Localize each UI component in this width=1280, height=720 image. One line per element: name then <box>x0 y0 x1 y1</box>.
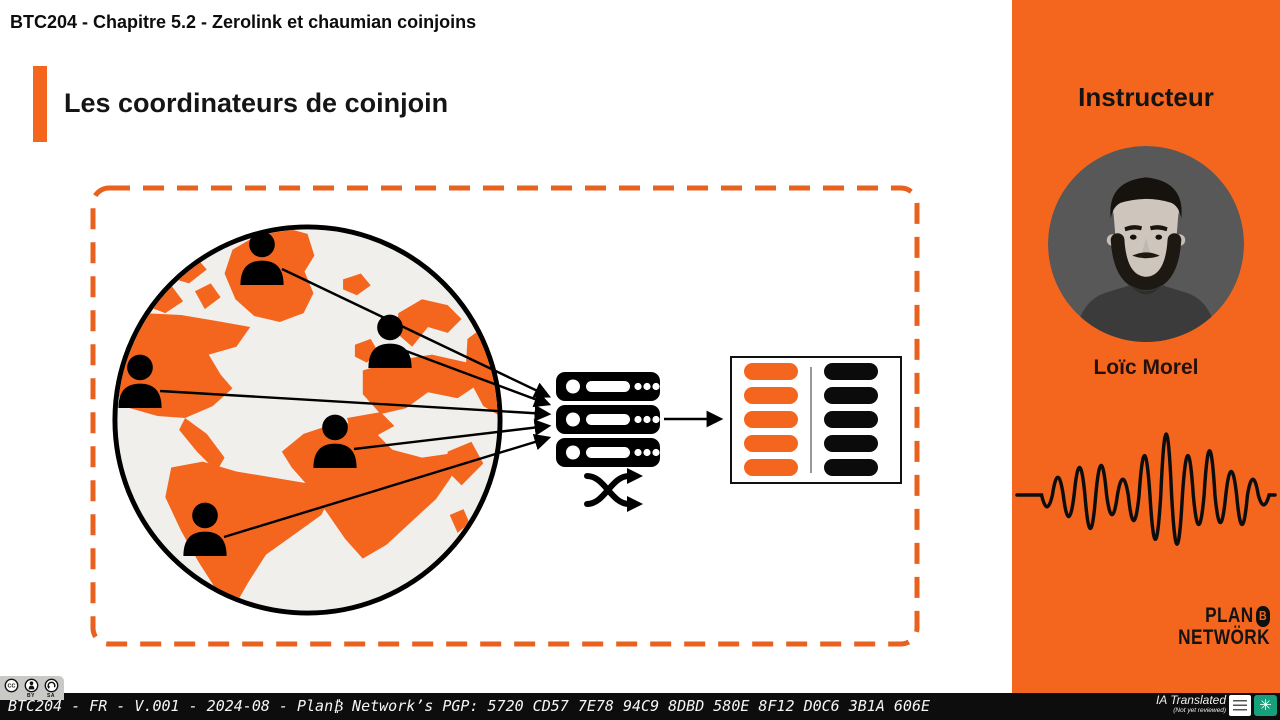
cc-by-icon: BY <box>22 678 40 699</box>
instructor-sidebar: Instructeur Loïc Morel <box>1012 0 1280 693</box>
footer-bar: BTC204 - FR - V.001 - 2024-08 - Plan₿ Ne… <box>0 693 1280 720</box>
dashed-frame <box>90 185 920 647</box>
reviewed-label: (Not yet reviewed) <box>1173 707 1226 714</box>
output-pill <box>744 435 798 452</box>
instructor-name: Loïc Morel <box>1093 356 1199 379</box>
heading-accent-bar <box>33 66 47 142</box>
openai-logo: ✳︎ <box>1254 695 1277 716</box>
output-pill <box>824 435 878 452</box>
output-pill <box>824 387 878 404</box>
output-pill <box>744 411 798 428</box>
planb-network-logo: PLAN B NETWÖRK <box>1178 605 1270 649</box>
output-pill <box>824 459 878 476</box>
translator-logo <box>1229 695 1251 716</box>
instructor-photo <box>1048 146 1244 342</box>
globe-icon <box>112 224 503 616</box>
cc-sa-icon: SA <box>42 678 60 699</box>
cc-icon: CC <box>2 678 20 699</box>
logo-network-text: NETWÖRK <box>1178 626 1270 649</box>
footer-meta-text: BTC204 - FR - V.001 - 2024-08 - Plan₿ Ne… <box>8 697 931 715</box>
coinjoin-output-box <box>730 356 902 484</box>
cc-license-badge: CC BY SA <box>0 676 64 700</box>
instructor-role-label: Instructeur <box>1078 82 1214 112</box>
output-pill <box>824 411 878 428</box>
connection-lines <box>159 267 552 539</box>
server-stack-icon <box>556 372 660 467</box>
output-pill <box>744 387 798 404</box>
coinjoin-diagram <box>90 185 920 647</box>
course-title: BTC204 - Chapitre 5.2 - Zerolink et chau… <box>10 12 477 32</box>
logo-plan-text: PLAN <box>1205 604 1254 627</box>
logo-b-badge: B <box>1256 605 1270 627</box>
translated-label: IA Translated <box>1155 693 1226 707</box>
translation-note: IA Translated (Not yet reviewed) <box>1156 694 1226 715</box>
output-pill <box>744 363 798 380</box>
svg-text:CC: CC <box>7 684 15 690</box>
output-pill <box>744 459 798 476</box>
output-pill <box>824 363 878 380</box>
page-title: Les coordinateurs de coinjoin <box>64 88 449 118</box>
shuffle-icon <box>584 468 643 512</box>
audio-waveform <box>1015 432 1277 546</box>
